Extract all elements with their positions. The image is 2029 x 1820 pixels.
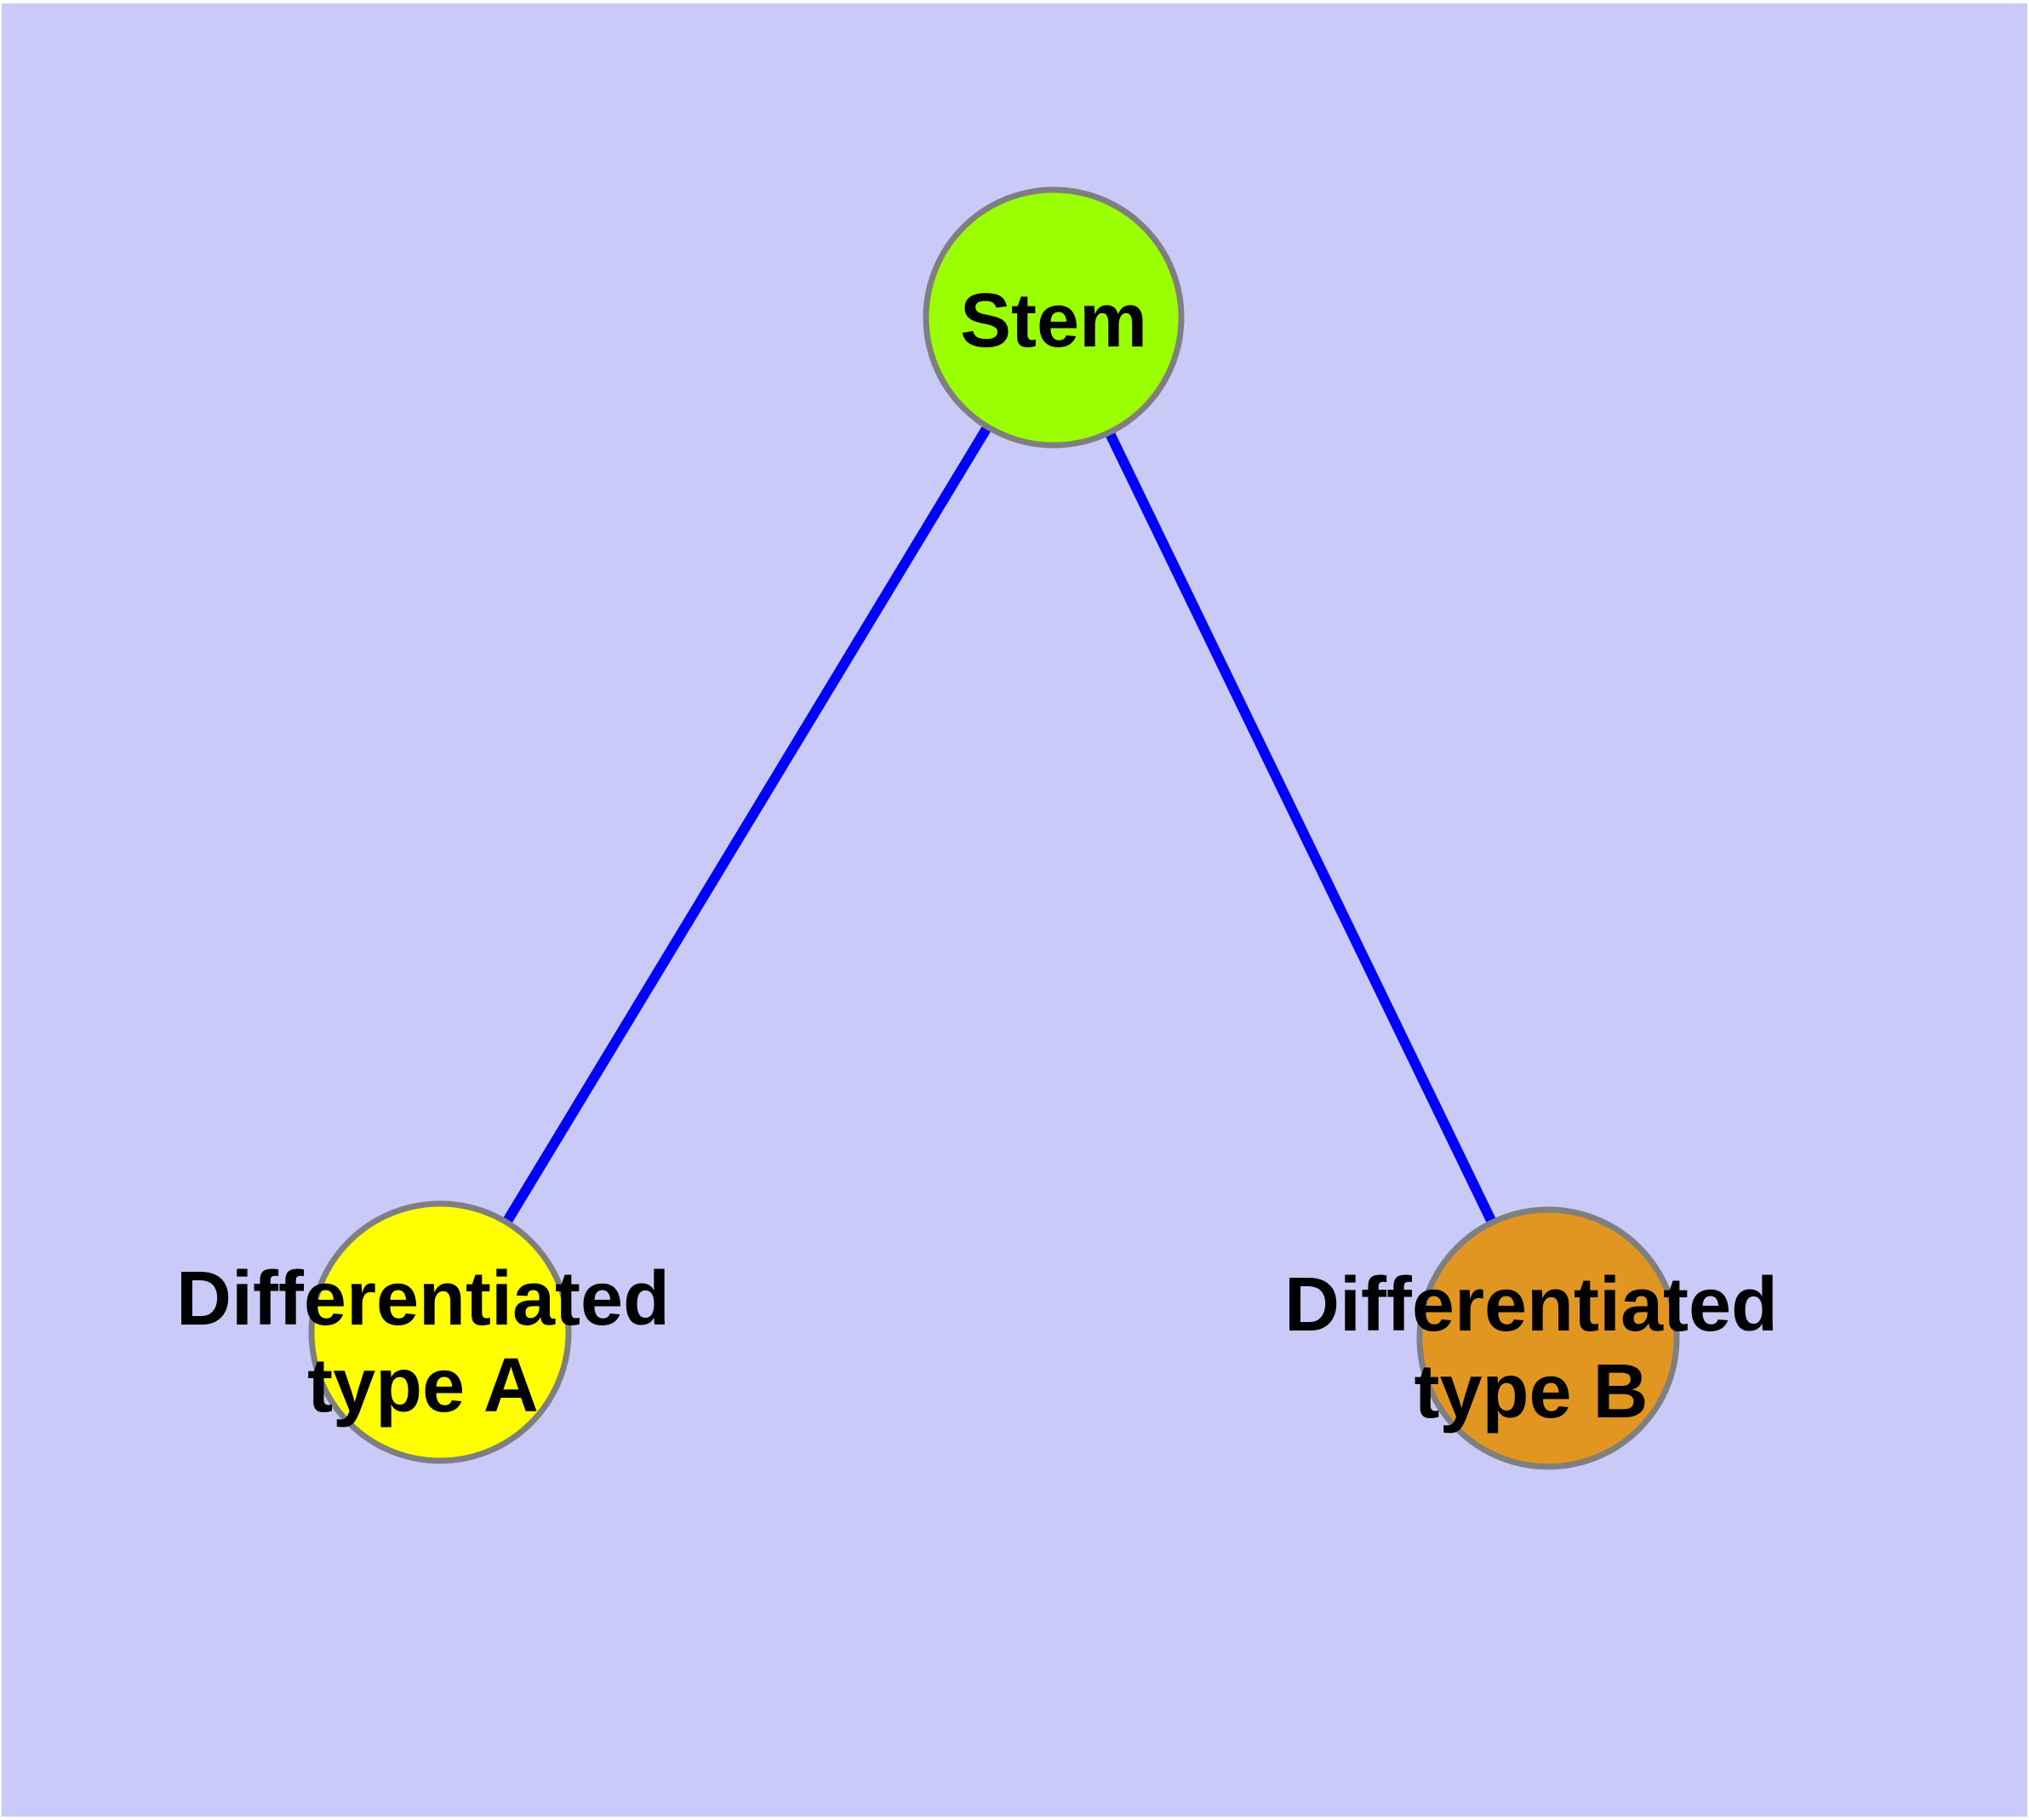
node-differentiated-type-b-label-line1: Differentiated — [1284, 1262, 1778, 1348]
node-differentiated-type-b: Differentiated type B — [1284, 1206, 1778, 1470]
node-differentiated-type-a-label-line2: type A — [307, 1343, 539, 1428]
node-differentiated-type-a-circle — [308, 1200, 572, 1464]
node-stem-label: Stem — [960, 278, 1147, 363]
node-differentiated-type-b-circle — [1416, 1206, 1680, 1470]
edge-stem-to-type-a — [435, 314, 1059, 1336]
node-differentiated-type-a-label-line1: Differentiated — [176, 1256, 670, 1342]
node-differentiated-type-b-label-line2: type B — [1414, 1349, 1648, 1434]
node-differentiated-type-a: Differentiated type A — [176, 1200, 670, 1464]
node-stem-circle — [923, 186, 1185, 449]
edge-stem-to-type-b — [1049, 315, 1553, 1341]
node-stem: Stem — [923, 186, 1185, 449]
